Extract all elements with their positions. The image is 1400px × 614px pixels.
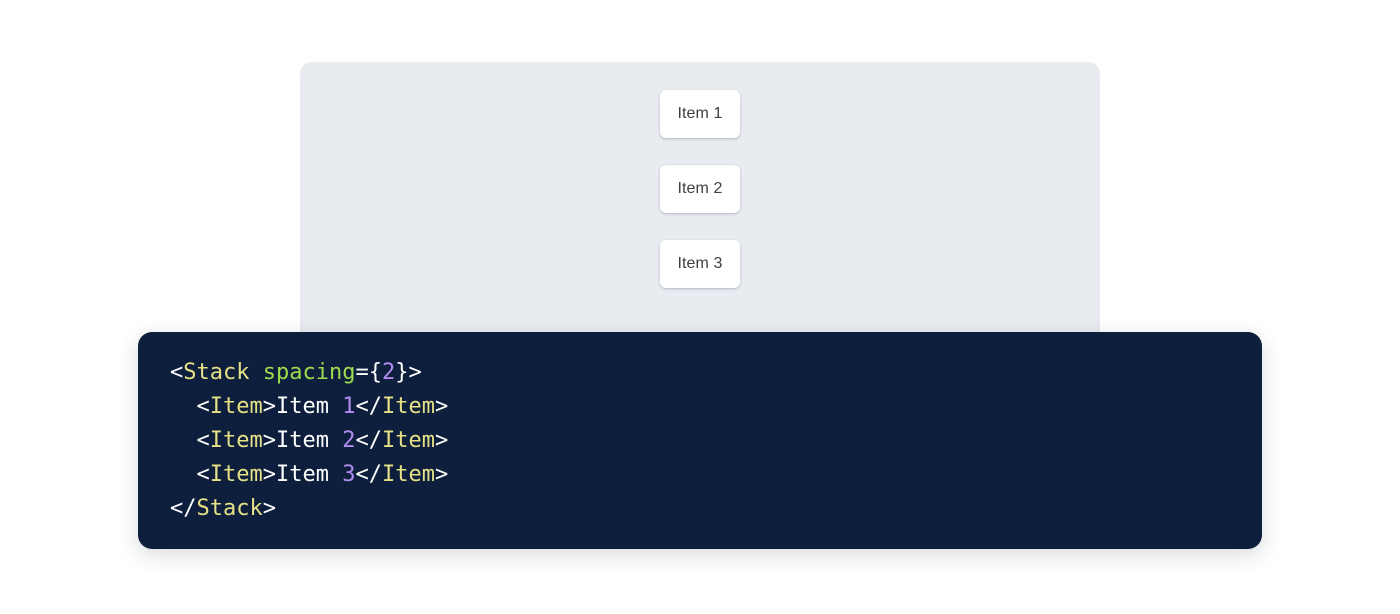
code-token-tag: Item <box>382 428 435 453</box>
code-token-punct: > <box>263 496 276 521</box>
code-line: </Stack> <box>170 496 276 521</box>
code-line: <Item>Item 3</Item> <box>170 462 448 487</box>
code-token-tag: Stack <box>197 496 263 521</box>
code-token-punct: { <box>369 360 382 385</box>
code-token-text: Item <box>276 462 342 487</box>
code-token-punct: > <box>435 394 448 419</box>
code-token-punct: < <box>170 360 183 385</box>
stack-item-label: Item 2 <box>677 180 722 198</box>
code-token-tag: Item <box>210 428 263 453</box>
code-token-punct: </ <box>355 462 382 487</box>
code-token-punct <box>249 360 262 385</box>
code-token-num: 3 <box>342 462 355 487</box>
stack-item[interactable]: Item 1 <box>660 90 740 138</box>
stack-item-label: Item 3 <box>677 255 722 273</box>
code-token-punct: </ <box>170 496 197 521</box>
stack-container: Item 1 Item 2 Item 3 <box>660 90 740 288</box>
code-line: <Item>Item 1</Item> <box>170 394 448 419</box>
code-snippet-text: <Stack spacing={2}> <Item>Item 1</Item> … <box>170 356 1262 526</box>
stack-item-label: Item 1 <box>677 105 722 123</box>
code-token-punct: > <box>435 462 448 487</box>
code-token-tag: Item <box>382 462 435 487</box>
code-token-punct: < <box>197 428 210 453</box>
code-token-punct: </ <box>355 394 382 419</box>
component-preview-panel: Item 1 Item 2 Item 3 <box>300 62 1100 352</box>
code-token-tag: Stack <box>183 360 249 385</box>
code-snippet-block[interactable]: <Stack spacing={2}> <Item>Item 1</Item> … <box>138 332 1262 549</box>
code-token-punct: > <box>263 394 276 419</box>
code-line: <Stack spacing={2}> <box>170 360 422 385</box>
code-line: <Item>Item 2</Item> <box>170 428 448 453</box>
code-token-num: 2 <box>382 360 395 385</box>
code-token-punct: < <box>197 462 210 487</box>
code-token-tag: Item <box>210 394 263 419</box>
stack-item[interactable]: Item 3 <box>660 240 740 288</box>
code-token-punct: < <box>197 394 210 419</box>
code-token-text: Item <box>276 428 342 453</box>
code-token-punct: > <box>263 462 276 487</box>
code-token-text: Item <box>276 394 342 419</box>
code-token-num: 1 <box>342 394 355 419</box>
code-token-num: 2 <box>342 428 355 453</box>
code-token-punct: </ <box>355 428 382 453</box>
code-token-punct: } <box>395 360 408 385</box>
code-token-punct: > <box>263 428 276 453</box>
code-token-tag: Item <box>210 462 263 487</box>
code-token-attr: spacing <box>263 360 356 385</box>
code-token-tag: Item <box>382 394 435 419</box>
stack-item[interactable]: Item 2 <box>660 165 740 213</box>
code-token-punct: = <box>355 360 368 385</box>
code-token-punct: > <box>435 428 448 453</box>
code-token-punct: > <box>408 360 421 385</box>
